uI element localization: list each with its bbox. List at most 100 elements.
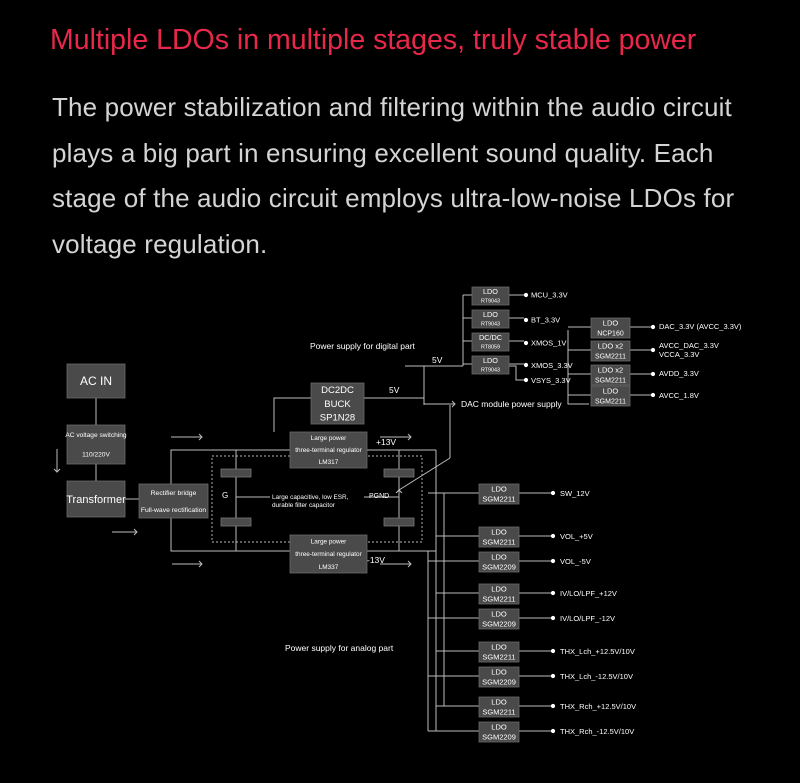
output-label: VOL_-5V [560,557,591,566]
output-label: THX_Lch_+12.5V/10V [560,647,635,656]
ac-in-box [66,363,126,399]
digital-ldo-box [471,355,510,375]
output-label: THX_Rch_-12.5V/10V [560,727,634,736]
output-label: VSYS_3.3V [531,376,571,385]
dac-ldo-box-label: LDO x2 [598,366,623,375]
analog-supply-label: Power supply for analog part [285,643,394,653]
output-label: BT_3.3V [531,316,560,325]
output-dot [550,533,556,539]
dac-ldo-box [590,317,631,339]
regulator-lm337-box-label: three-terminal regulator [295,551,362,558]
output-label: THX_Lch_-12.5V/10V [560,672,633,681]
output-dot [523,362,529,368]
flow-arrow-head [198,560,203,568]
analog-ldo-box [478,666,520,688]
analog-ldo-box-label: LDO [491,585,507,594]
regulator-lm317-box-label: three-terminal regulator [295,447,362,454]
analog-ldo-box-label: LDO [491,668,507,677]
output-dot [550,490,556,496]
flow-arrow-head [133,528,138,536]
analog-ldo-box-label: LDO [491,528,507,537]
switch-arrow [53,468,61,473]
dac-ldo-box-label: SGM2211 [595,353,626,360]
voltage-label: 5V [389,385,400,395]
analog-ldo-box-label: SGM2211 [482,708,515,717]
output-label: AVCC_1.8V [659,391,699,400]
flow-arrow-head [407,433,412,441]
output-dot [523,340,529,346]
analog-ldo-box-label: SGM2211 [482,495,515,504]
output-dot [523,317,529,323]
minus13-label: -13V [367,555,385,565]
digital-ldo-box-label: LDO [483,287,498,296]
analog-ldo-box [478,583,520,605]
wires [53,294,651,732]
dac-ldo-box [590,364,631,386]
output-dot [550,703,556,709]
analog-ldo-box [478,551,520,573]
analog-ldo-box [478,696,520,718]
analog-ldo-box-label: LDO [491,485,507,494]
dcdc-buck-box-label: BUCK [324,399,351,410]
analog-ldo-box [478,526,520,548]
capacitor-icon [383,517,415,527]
analog-ldo-box-label: LDO [491,723,507,732]
digital-ldo-box-label: RT9043 [481,298,500,304]
digital-supply-label: Power supply for digital part [310,341,416,351]
output-dot [523,377,529,383]
analog-ldo-box-label: LDO [491,553,507,562]
transformer-box [66,480,126,518]
output-dot [550,558,556,564]
analog-ldo-box-label: LDO [491,610,507,619]
digital-ldo-box-label: LDO [483,310,498,319]
digital-ldo-box-label: RT9043 [481,321,500,327]
output-label: IV/LO/LPF_+12V [560,589,617,598]
analog-ldo-box [478,641,520,663]
output-dot [550,590,556,596]
output-label: VOL_+5V [560,532,593,541]
output-dot [523,292,529,298]
analog-ldo-box [478,483,520,505]
analog-ldo-box-label: SGM2211 [482,595,515,604]
output-dot [650,347,656,353]
ac-voltage-switch-box-label: 110/220V [82,452,110,459]
analog-ldo-box-label: SGM2209 [482,620,516,629]
regulator-lm317-box-label: Large power [311,435,347,442]
output-dot [550,728,556,734]
regulator-lm337-box [289,534,368,574]
output-dot [650,392,656,398]
output-label: XMOS_1V [531,339,566,348]
voltage-label: 5V [432,355,443,365]
output-label: IV/LO/LPF_-12V [560,614,615,623]
regulator-lm337-box-label: LM337 [319,564,339,571]
output-label: XMOS_3.3V [531,361,573,370]
regulator-lm337-box-label: Large power [311,539,347,546]
analog-ldo-box-label: SGM2211 [482,653,515,662]
ac-voltage-switch-box [66,424,126,465]
flow-arrow-head [407,560,412,568]
digital-ldo-box [471,332,510,352]
output-label: THX_Rch_+12.5V/10V [560,702,636,711]
analog-ldo-box [478,721,520,743]
analog-ldo-box-label: SGM2209 [482,678,516,687]
transformer-box-label: Transformer [66,494,126,506]
output-dot [550,648,556,654]
rectifier-bridge-box-label: Full-wave rectification [141,507,207,514]
wire [170,518,290,552]
capacitor-icon [383,468,415,478]
dac-ldo-box-label: NCP160 [597,330,624,337]
dac-ldo-box [590,385,631,407]
digital-ldo-box-label: RT8059 [481,344,500,350]
flow-arrow-head [198,433,203,441]
output-label: DAC_3.3V (AVCC_3.3V) [659,322,742,331]
dcdc-buck-box-label: DC2DC [321,385,354,396]
output-label: AVDD_3.3V [659,369,699,378]
regulator-lm317-box-label: LM317 [319,459,339,466]
dcdc-buck-box-label: SP1N28 [320,412,355,423]
analog-ldo-box-label: SGM2211 [482,538,515,547]
wire [398,457,451,491]
dac-ldo-box-label: SGM2211 [595,398,626,405]
dac-ldo-box [590,340,631,362]
analog-ldo-box [478,608,520,630]
